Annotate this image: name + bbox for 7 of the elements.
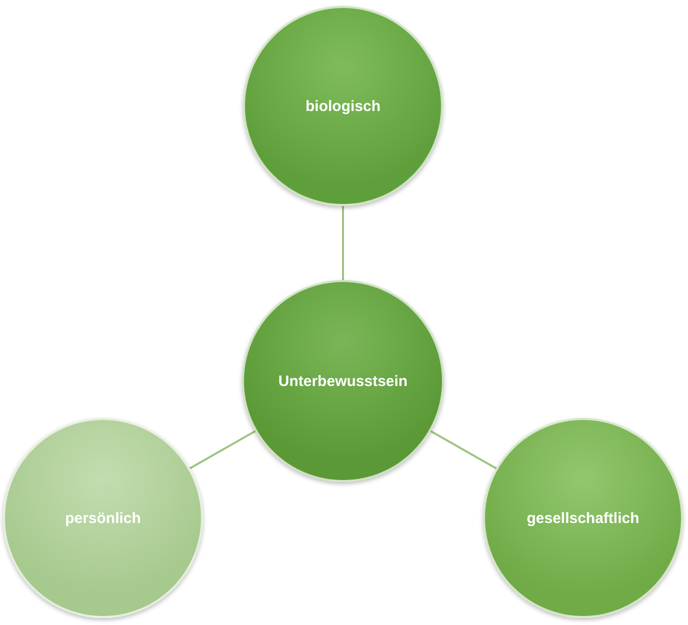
connector-line: [189, 430, 256, 470]
node-label: persönlich: [65, 510, 141, 526]
connector-line: [342, 206, 344, 280]
node-label: gesellschaftlich: [526, 510, 640, 526]
node-label: Unterbewusstsein: [278, 372, 408, 390]
node-label: biologisch: [306, 98, 380, 114]
connector-line: [430, 430, 497, 470]
